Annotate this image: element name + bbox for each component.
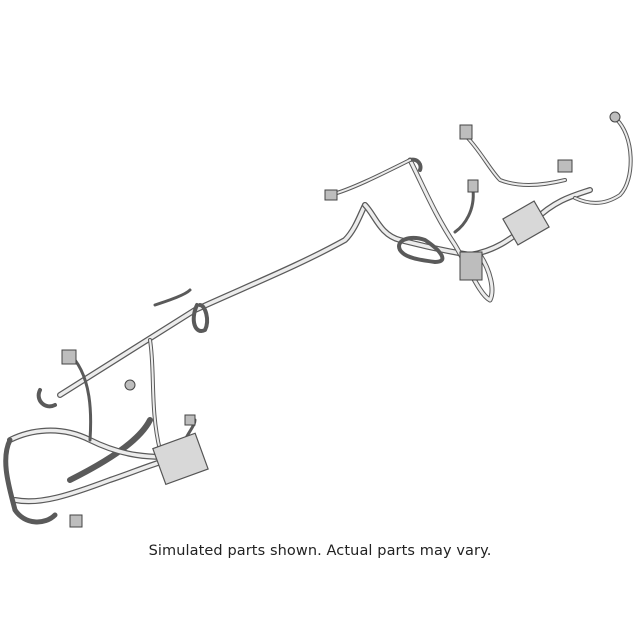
harness-wires (3, 116, 633, 525)
harness-connectors (61, 111, 621, 528)
disclaimer-caption: Simulated parts shown. Actual parts may … (148, 543, 492, 559)
